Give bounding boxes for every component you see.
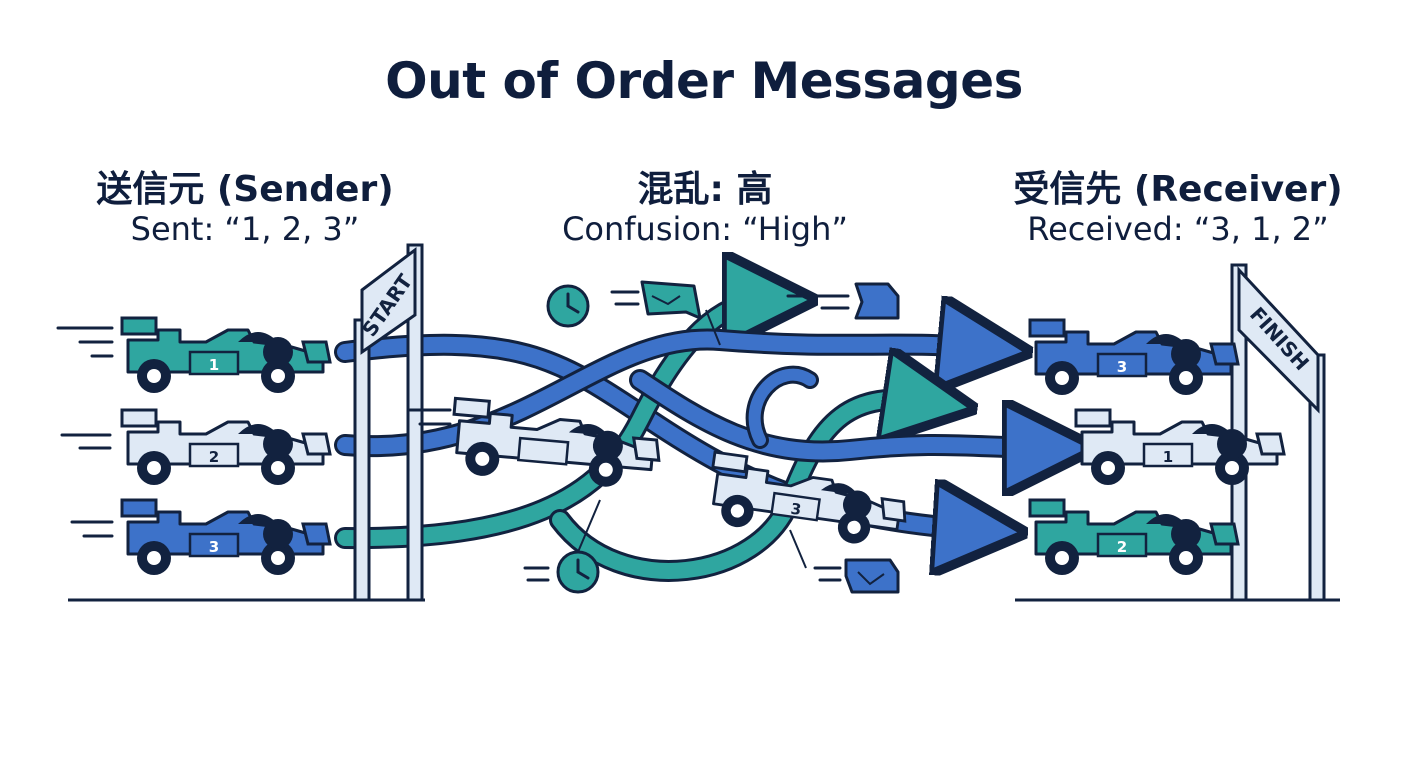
sender-car-3: 3: [120, 498, 332, 577]
sender-heading: 送信元 (Sender): [96, 169, 394, 210]
car-number: 3: [1117, 358, 1127, 376]
receiver-car-3: 3: [1028, 318, 1240, 397]
start-gate: START: [353, 243, 424, 602]
broken-message-icon: [854, 282, 900, 320]
clock-icon: [546, 284, 590, 328]
sender-subtitle: Sent: “1, 2, 3”: [130, 210, 360, 248]
spinning-car-3: 3: [703, 450, 913, 552]
sender-car-1: 1: [120, 316, 332, 395]
speed-lines: [56, 290, 850, 582]
car-number: 2: [1117, 538, 1127, 556]
receiver-heading: 受信先 (Receiver): [1013, 169, 1343, 210]
receiver-car-2: 2: [1028, 498, 1240, 577]
finish-gate: FINISH: [1230, 263, 1326, 602]
car-number: 3: [209, 538, 219, 556]
broken-message-icon: [789, 529, 900, 594]
car-number: 2: [209, 448, 219, 466]
clock-icon: [556, 499, 601, 594]
diagram-title: Out of Order Messages: [385, 52, 1023, 110]
car-number: 1: [1163, 448, 1173, 466]
receiver-car-1: 1: [1074, 408, 1286, 487]
car-number: 3: [790, 500, 803, 519]
sender-car-2: 2: [120, 408, 332, 487]
confusion-heading: 混乱: 高: [637, 169, 773, 210]
confusion-subtitle: Confusion: “High”: [562, 210, 848, 248]
broken-message-icon: [640, 280, 721, 346]
car-number: 1: [209, 356, 219, 374]
tangled-paths: [334, 300, 1050, 582]
receiver-subtitle: Received: “3, 1, 2”: [1027, 210, 1329, 248]
